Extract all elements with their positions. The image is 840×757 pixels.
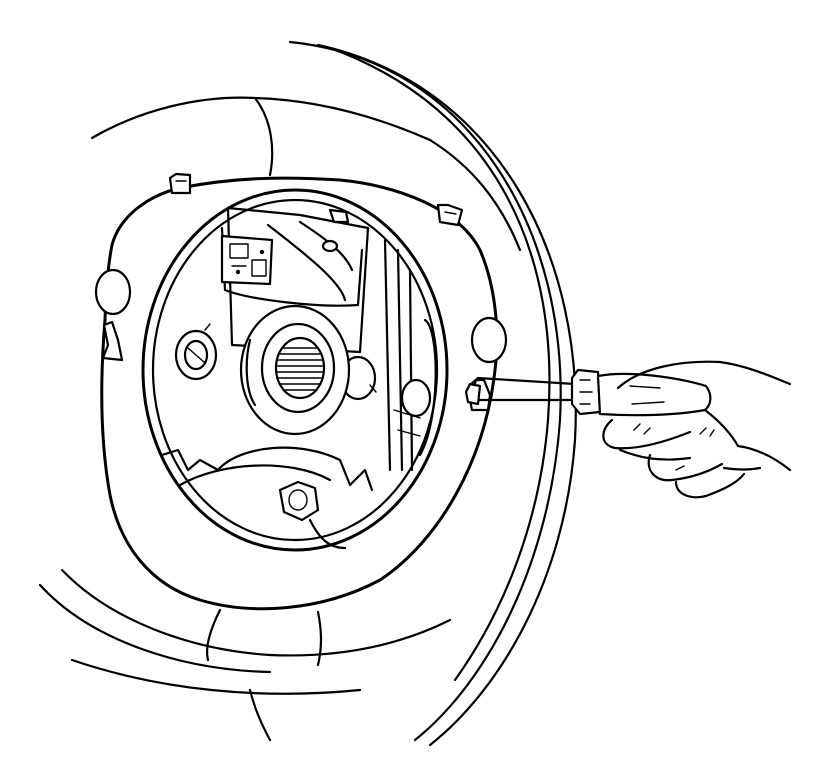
hub-face-plate <box>100 172 499 611</box>
steering-wheel-rim <box>38 96 522 742</box>
shaft-splines <box>275 347 325 391</box>
outer-body-contours <box>288 40 577 747</box>
screwdriver <box>464 368 712 417</box>
technician-hand <box>602 360 792 499</box>
hub-opening <box>141 188 449 552</box>
column-interior <box>160 206 437 550</box>
